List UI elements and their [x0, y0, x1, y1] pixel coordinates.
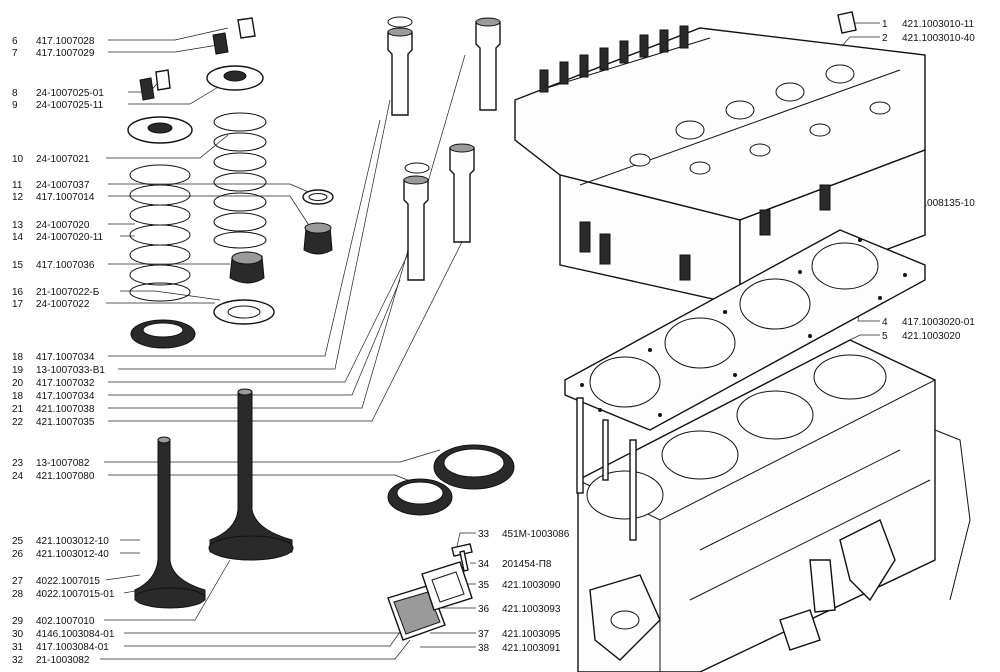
label-num-20: 20: [12, 378, 24, 389]
label-num-26: 26: [12, 549, 24, 560]
gasket-holes: [580, 238, 907, 417]
label-code-17: 24-1007022: [36, 299, 90, 310]
label-code-13: 24-1007020: [36, 220, 90, 231]
head-ports: [629, 64, 891, 175]
cylinder-block: [577, 339, 971, 672]
label-code-32: 21-1003082: [36, 655, 90, 666]
label-num-27: 27: [12, 576, 24, 587]
label-code-2: 421.1003010-40: [902, 33, 975, 44]
label-code-34: 201454-П8: [502, 559, 552, 570]
outer-spring-right: [213, 112, 267, 249]
label-num-29: 29: [12, 616, 24, 627]
label-code-36: 421.1003093: [502, 604, 561, 615]
label-code-21: 421.1007038: [36, 404, 95, 415]
cover-parts: [387, 543, 473, 641]
left-label-column: 6 417.1007028 7 417.1007029 8 24-1007025…: [12, 36, 115, 666]
label-code-14: 24-1007020-11: [36, 232, 104, 243]
label-num-16: 16: [12, 287, 24, 298]
label-num-18b: 18: [12, 391, 24, 402]
valves: [134, 388, 294, 609]
label-num-24: 24: [12, 471, 24, 482]
label-code-5: 421.1003020: [902, 331, 961, 342]
label-code-33: 451М-1003086: [502, 529, 570, 540]
cylinder-head: [514, 11, 926, 307]
label-num-19: 19: [12, 365, 24, 376]
label-num-1: 1: [882, 19, 888, 30]
spring-plates: [127, 65, 264, 144]
label-code-12: 417.1007014: [36, 192, 95, 203]
label-code-15: 417.1007036: [36, 260, 95, 271]
label-num-28: 28: [12, 589, 24, 600]
label-num-25: 25: [12, 536, 24, 547]
label-num-21: 21: [12, 404, 24, 415]
label-code-3: 417.1008135-10: [902, 198, 975, 209]
label-num-22: 22: [12, 417, 24, 428]
label-num-33: 33: [478, 529, 490, 540]
label-code-22: 421.1007035: [36, 417, 95, 428]
label-num-5: 5: [882, 331, 888, 342]
label-num-14: 14: [12, 232, 24, 243]
label-code-18b: 417.1007034: [36, 391, 95, 402]
label-num-35: 35: [478, 580, 490, 591]
valve-springs: [129, 112, 267, 302]
label-code-19: 13-1007033-В1: [36, 365, 105, 376]
valve-cotters: [139, 17, 256, 101]
label-code-29: 402.1007010: [36, 616, 95, 627]
label-num-17: 17: [12, 299, 24, 310]
label-num-31: 31: [12, 642, 24, 653]
label-num-11: 11: [12, 180, 23, 191]
label-num-15: 15: [12, 260, 24, 271]
label-code-35: 421.1003090: [502, 580, 561, 591]
label-num-36: 36: [478, 604, 490, 615]
head-side-slots: [579, 184, 831, 281]
valve-seats: [387, 444, 515, 516]
label-num-6: 6: [12, 36, 18, 47]
label-code-20: 417.1007032: [36, 378, 95, 389]
label-code-25: 421.1003012-10: [36, 536, 109, 547]
label-num-8: 8: [12, 88, 18, 99]
label-num-9: 9: [12, 100, 18, 111]
label-code-23: 13-1007082: [36, 458, 90, 469]
label-num-32: 32: [12, 655, 24, 666]
label-code-27: 4022.1007015: [36, 576, 100, 587]
label-code-8: 24-1007025-01: [36, 88, 104, 99]
bottom-label-column: 33 451М-1003086 34 201454-П8 35 421.1003…: [478, 529, 570, 654]
label-code-31: 417.1003084-01: [36, 642, 109, 653]
label-num-30: 30: [12, 629, 24, 640]
valve-guides: [387, 16, 501, 281]
label-code-16: 21-1007022-Б: [36, 287, 100, 298]
label-num-34: 34: [478, 559, 490, 570]
outer-spring-left: [129, 164, 191, 302]
label-code-28: 4022.1007015-01: [36, 589, 115, 600]
valve-stems-on-head: [539, 25, 689, 93]
label-num-18: 18: [12, 352, 24, 363]
label-code-24: 421.1007080: [36, 471, 95, 482]
label-num-13: 13: [12, 220, 24, 231]
label-num-4: 4: [882, 317, 888, 328]
label-code-6: 417.1007028: [36, 36, 95, 47]
label-code-30: 4146.1003084-01: [36, 629, 115, 640]
label-num-23: 23: [12, 458, 24, 469]
label-num-10: 10: [12, 154, 24, 165]
label-code-10: 24-1007021: [36, 154, 90, 165]
head-gasket: [564, 229, 926, 431]
label-code-37: 421.1003095: [502, 629, 561, 640]
label-code-7: 417.1007029: [36, 48, 95, 59]
label-num-7: 7: [12, 48, 18, 59]
seals-and-washers: [130, 189, 334, 349]
label-code-11: 24-1007037: [36, 180, 90, 191]
label-code-4: 417.1003020-01: [902, 317, 975, 328]
label-code-9: 24-1007025-11: [36, 100, 104, 111]
label-num-12: 12: [12, 192, 24, 203]
label-code-18: 417.1007034: [36, 352, 95, 363]
label-code-1: 421.1003010-11: [902, 19, 975, 30]
label-code-38: 421.1003091: [502, 643, 561, 654]
label-num-2: 2: [882, 33, 888, 44]
label-num-37: 37: [478, 629, 490, 640]
label-num-38: 38: [478, 643, 490, 654]
head-studs: [576, 397, 637, 541]
label-code-26: 421.1003012-40: [36, 549, 109, 560]
